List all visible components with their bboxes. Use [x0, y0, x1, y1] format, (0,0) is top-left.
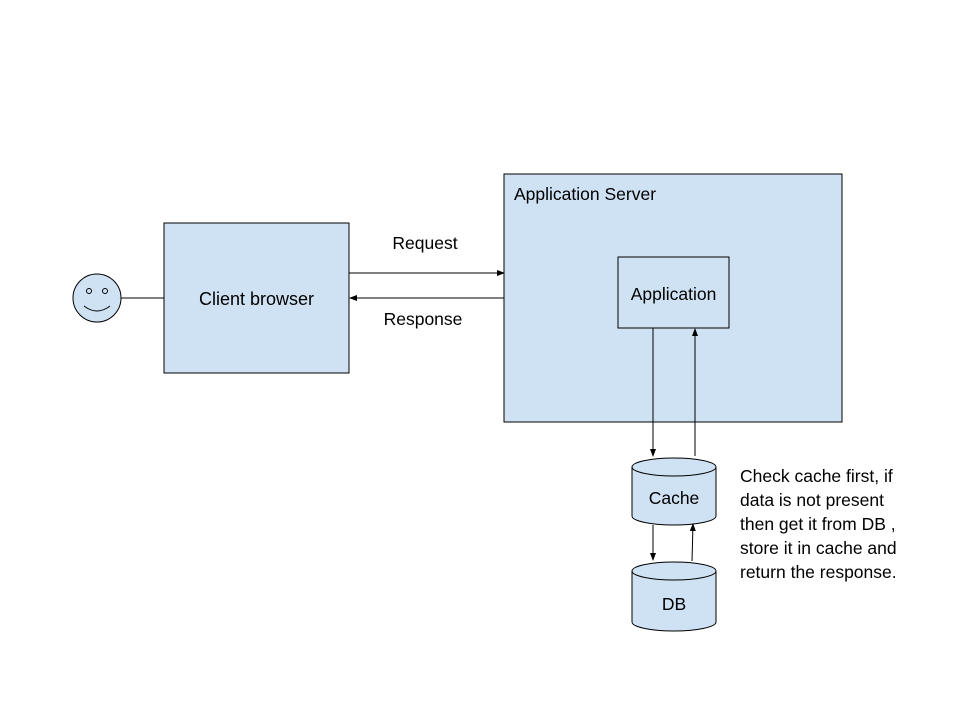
note-line: Check cache first, if: [740, 466, 893, 486]
client-browser-box: [163, 222, 350, 374]
request-label: Request: [392, 233, 457, 253]
note-line: data is not present: [740, 490, 884, 510]
cache-strategy-note: Check cache first, if data is not presen…: [740, 464, 940, 584]
note-line: then get it from DB ,: [740, 514, 896, 534]
application-label: Application: [631, 284, 717, 304]
db-to-cache-arrow: [689, 523, 696, 562]
note-line: store it in cache and: [740, 538, 897, 558]
client-browser-label: Client browser: [199, 289, 314, 309]
cache-cylinder: [631, 457, 717, 526]
smiley-face-icon: [72, 273, 122, 323]
application-server-title: Application Server: [514, 184, 656, 204]
db-label: DB: [662, 594, 686, 614]
note-line: return the response.: [740, 562, 897, 582]
db-cylinder: [631, 561, 717, 632]
cache-label: Cache: [649, 488, 700, 508]
response-label: Response: [384, 309, 463, 329]
application-box: [617, 256, 730, 329]
